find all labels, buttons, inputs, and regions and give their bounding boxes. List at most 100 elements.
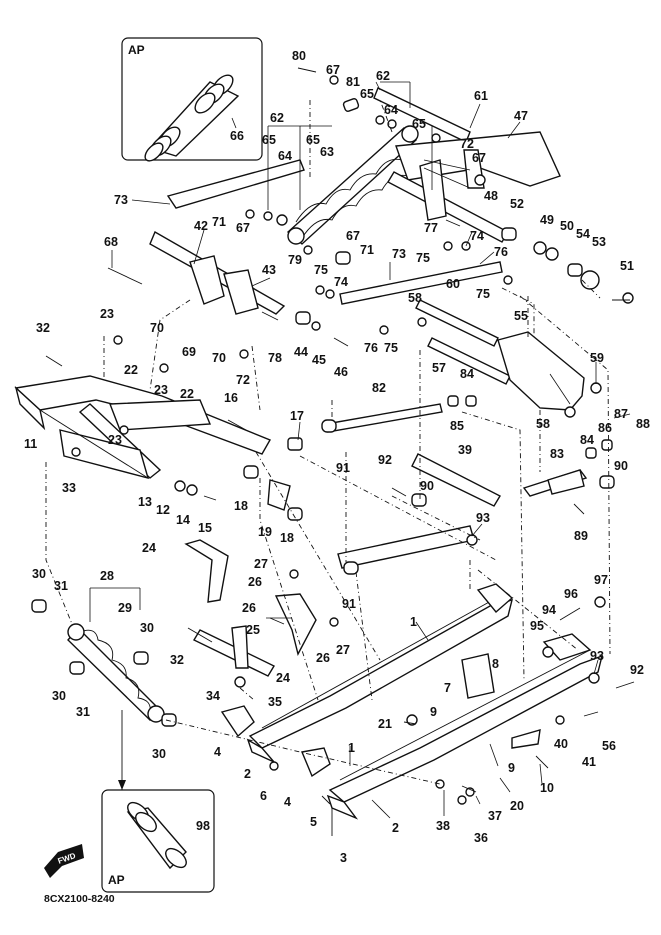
- callout-1a: 1: [410, 615, 417, 629]
- callout-20: 20: [510, 799, 524, 813]
- callout-50: 50: [560, 219, 574, 233]
- callout-48: 48: [484, 189, 498, 203]
- callout-36: 36: [474, 831, 488, 845]
- hardware-parts: [31, 75, 634, 805]
- callout-21: 21: [378, 717, 392, 731]
- callout-75d: 75: [476, 287, 490, 301]
- callout-4b: 4: [284, 795, 291, 809]
- callout-56: 56: [602, 739, 616, 753]
- callout-19: 19: [258, 525, 272, 539]
- callout-33: 33: [62, 481, 76, 495]
- callout-82: 82: [372, 381, 386, 395]
- callout-2b: 2: [392, 821, 399, 835]
- bolts: [45, 67, 635, 836]
- callout-8: 8: [492, 657, 499, 671]
- callout-38: 38: [436, 819, 450, 833]
- callout-66: 66: [230, 129, 244, 143]
- callout-6: 6: [260, 789, 267, 803]
- callout-9b: 9: [508, 761, 515, 775]
- inset-box-bottom: AP: [101, 710, 215, 893]
- callout-28: 28: [100, 569, 114, 583]
- fwd-arrow-icon: FWD: [44, 844, 84, 878]
- callout-74b: 74: [470, 229, 484, 243]
- callout-35: 35: [268, 695, 282, 709]
- callout-24b: 24: [276, 671, 290, 685]
- assembly-lines: [45, 99, 611, 785]
- callout-86: 86: [598, 421, 612, 435]
- callout-30d: 30: [152, 747, 166, 761]
- callout-62a: 62: [376, 69, 390, 83]
- callout-10: 10: [540, 781, 554, 795]
- callout-93b: 93: [590, 649, 604, 663]
- callout-78: 78: [268, 351, 282, 365]
- callout-31b: 31: [76, 705, 90, 719]
- callout-13: 13: [138, 495, 152, 509]
- callout-87: 87: [614, 407, 628, 421]
- callout-2a: 2: [244, 767, 251, 781]
- callout-63: 63: [320, 145, 334, 159]
- callout-73a: 73: [114, 193, 128, 207]
- callout-80: 80: [292, 49, 306, 63]
- callout-91a: 91: [336, 461, 350, 475]
- callout-65a: 65: [262, 133, 276, 147]
- callout-51: 51: [620, 259, 634, 273]
- callout-67b: 67: [236, 221, 250, 235]
- callout-4a: 4: [214, 745, 221, 759]
- callout-23a: 23: [100, 307, 114, 321]
- callout-69: 69: [182, 345, 196, 359]
- callout-65d: 65: [412, 117, 426, 131]
- callout-84a: 84: [460, 367, 474, 381]
- callout-16: 16: [224, 391, 238, 405]
- callout-83: 83: [550, 447, 564, 461]
- inset-top-ap-label: AP: [128, 43, 145, 57]
- callout-76b: 76: [494, 245, 508, 259]
- callout-85: 85: [450, 419, 464, 433]
- callout-70b: 70: [212, 351, 226, 365]
- callout-76a: 76: [364, 341, 378, 355]
- callout-84b: 84: [580, 433, 594, 447]
- callout-75b: 75: [384, 341, 398, 355]
- callout-91b: 91: [342, 597, 356, 611]
- callout-64b: 64: [384, 103, 398, 117]
- front-arm-assembly: [14, 230, 286, 479]
- callout-55: 55: [514, 309, 528, 323]
- callout-94: 94: [542, 603, 556, 617]
- callout-81: 81: [346, 75, 360, 89]
- callout-93a: 93: [476, 511, 490, 525]
- callout-70a: 70: [150, 321, 164, 335]
- callout-27a: 27: [254, 557, 268, 571]
- slide-rails: [246, 583, 603, 820]
- callout-18b: 18: [280, 531, 294, 545]
- callout-46: 46: [334, 365, 348, 379]
- callout-45: 45: [312, 353, 326, 367]
- callout-58b: 58: [536, 417, 550, 431]
- inset-bottom-ap-label: AP: [108, 873, 125, 887]
- rear-arm-assembly: [166, 87, 561, 305]
- callout-44: 44: [294, 345, 308, 359]
- callout-95: 95: [530, 619, 544, 633]
- callout-5: 5: [310, 815, 317, 829]
- callout-14: 14: [176, 513, 190, 527]
- callout-89: 89: [574, 529, 588, 543]
- callout-90a: 90: [420, 479, 434, 493]
- callout-79: 79: [288, 253, 302, 267]
- callout-labels: 1 1 2 2 3 4 4 5 6 7 8 9 9 10 11 12 13 14…: [24, 49, 650, 865]
- callout-31a: 31: [54, 579, 68, 593]
- callout-65c: 65: [360, 87, 374, 101]
- callout-32a: 32: [36, 321, 50, 335]
- boot-66-icon: [144, 74, 240, 162]
- callout-27b: 27: [336, 643, 350, 657]
- callout-52: 52: [510, 197, 524, 211]
- callout-23b: 23: [154, 383, 168, 397]
- callout-65b: 65: [306, 133, 320, 147]
- callout-12: 12: [156, 503, 170, 517]
- callout-72a: 72: [236, 373, 250, 387]
- callout-71a: 71: [212, 215, 226, 229]
- callout-53: 53: [592, 235, 606, 249]
- callout-59: 59: [590, 351, 604, 365]
- callout-29: 29: [118, 601, 132, 615]
- callout-54: 54: [576, 227, 590, 241]
- callout-26a: 26: [248, 575, 262, 589]
- callout-22a: 22: [124, 363, 138, 377]
